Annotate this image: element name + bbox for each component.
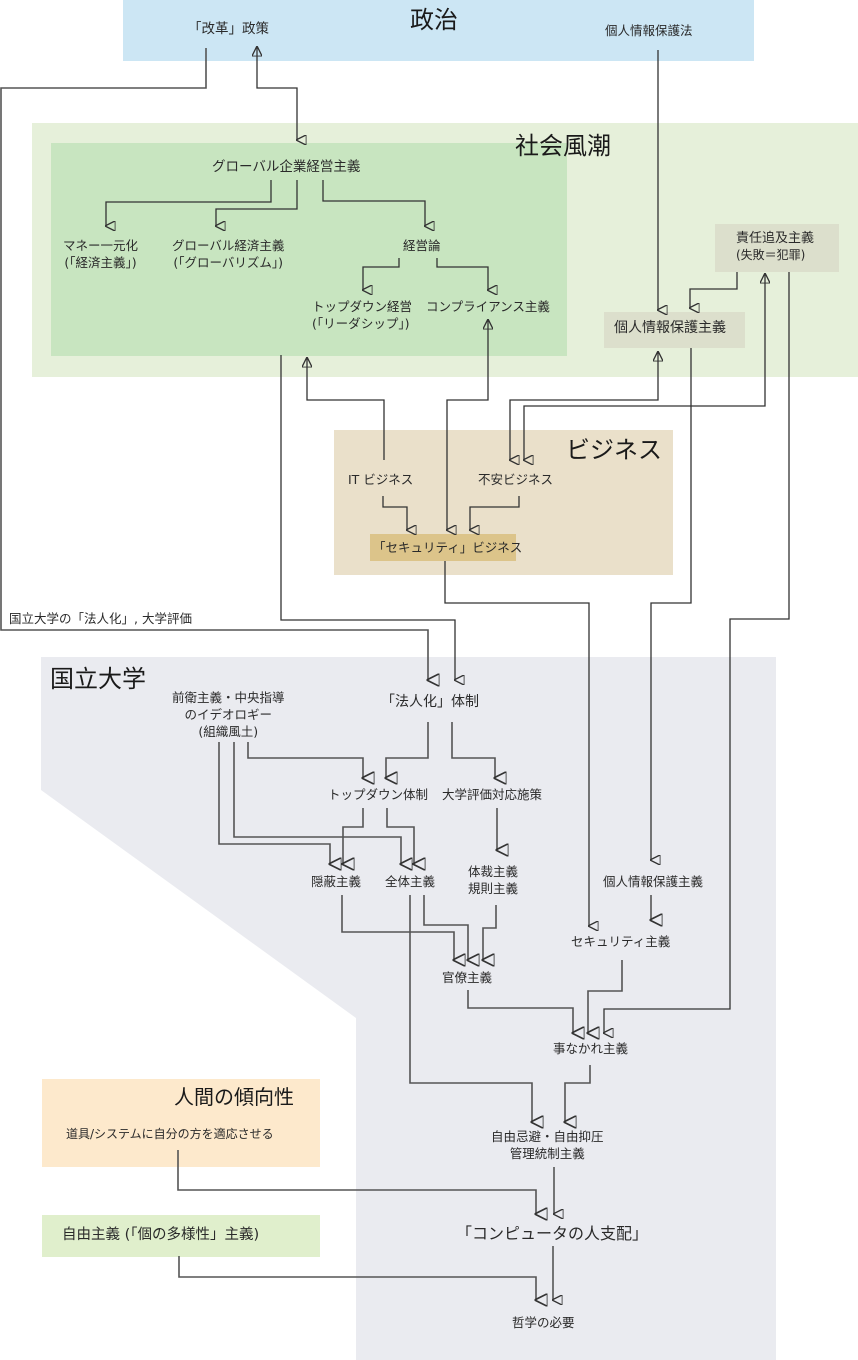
node-freedom: 自由忌避・自由抑圧 管理統制主義 — [491, 1128, 604, 1162]
node-security-ism: セキュリティ主義 — [571, 934, 671, 949]
node-anxiety-business: 不安ビジネス — [478, 472, 554, 487]
region-liberalism — [42, 1215, 320, 1257]
node-risk-aversion: 事なかれ主義 — [553, 1041, 629, 1056]
node-vanguard-line3: (組織風土) — [198, 724, 259, 739]
title-politics: 政治 — [410, 6, 458, 34]
node-formality-line2: 規則主義 — [468, 881, 519, 896]
node-global-econ-line1: グローバル経済主義 — [172, 238, 285, 253]
box-responsibility — [715, 224, 839, 272]
node-concealment: 隠蔽主義 — [311, 874, 362, 889]
node-global-econ: グローバル経済主義 (「グローバリズム」) — [172, 237, 284, 271]
node-global-corp: グローバル企業経営主義 — [212, 159, 361, 175]
node-global-econ-line2: (「グローバリズム」) — [173, 255, 284, 270]
node-privacy-ism-univ: 個人情報保護主義 — [603, 874, 704, 889]
node-need-philosophy: 哲学の必要 — [512, 1315, 575, 1330]
node-liberalism: 自由主義 (「個の多様性」主義) — [62, 1227, 260, 1243]
title-university: 国立大学 — [50, 665, 146, 693]
node-topdown-mgmt-line1: トップダウン経営 — [312, 299, 413, 314]
node-responsibility-line1: 責任追及主義 — [736, 231, 815, 246]
node-freedom-line1: 自由忌避・自由抑圧 — [491, 1129, 604, 1144]
node-vanguard-line1: 前衛主義・中央指導 — [172, 690, 285, 705]
node-evaluation-measures: 大学評価対応施策 — [442, 787, 543, 802]
node-topdown-mgmt: トップダウン経営 (「リーダシップ」) — [312, 298, 412, 332]
node-it-business: IT ビジネス — [348, 472, 414, 487]
node-bureaucracy: 官僚主義 — [442, 970, 493, 985]
node-management: 経営論 — [403, 238, 441, 253]
title-business: ビジネス — [566, 436, 662, 464]
node-money: マネー一元化 (「経済主義」) — [63, 237, 138, 271]
node-reform-policy: 「改革」政策 — [188, 21, 269, 37]
title-human-tendency: 人間の傾向性 — [174, 1085, 294, 1109]
node-computer-rule: 「コンピュータの人支配」 — [456, 1224, 649, 1243]
node-money-line1: マネー一元化 — [63, 238, 139, 253]
node-money-line2: (「経済主義」) — [64, 255, 137, 270]
node-incorporation-label: 国立大学の「法人化」, 大学評価 — [9, 611, 192, 626]
node-vanguard-line2: のイデオロギー — [184, 707, 273, 722]
node-privacy-ism: 個人情報保護主義 — [614, 320, 726, 336]
node-human-tendency-text: 道具/システムに自分の方を適応させる — [66, 1127, 274, 1141]
node-totalitarianism: 全体主義 — [385, 874, 436, 889]
node-formality-line1: 体裁主義 — [468, 864, 519, 879]
node-privacy-law: 個人情報保護法 — [605, 23, 693, 38]
node-responsibility-line2: (失敗＝犯罪) — [736, 248, 806, 262]
title-social: 社会風潮 — [515, 132, 611, 160]
node-incorporation-system: 「法人化」体制 — [381, 694, 479, 710]
node-compliance: コンプライアンス主義 — [426, 299, 550, 314]
node-vanguard: 前衛主義・中央指導 のイデオロギー (組織風土) — [172, 689, 285, 740]
node-formality: 体裁主義 規則主義 — [468, 863, 518, 897]
node-freedom-line2: 管理統制主義 — [509, 1146, 585, 1161]
node-responsibility: 責任追及主義 (失敗＝犯罪) — [736, 230, 814, 264]
node-security-business: 「セキュリティ」ビジネス — [373, 540, 523, 555]
node-topdown-system: トップダウン体制 — [328, 787, 429, 802]
node-topdown-mgmt-line2: (「リーダシップ」) — [312, 316, 410, 331]
